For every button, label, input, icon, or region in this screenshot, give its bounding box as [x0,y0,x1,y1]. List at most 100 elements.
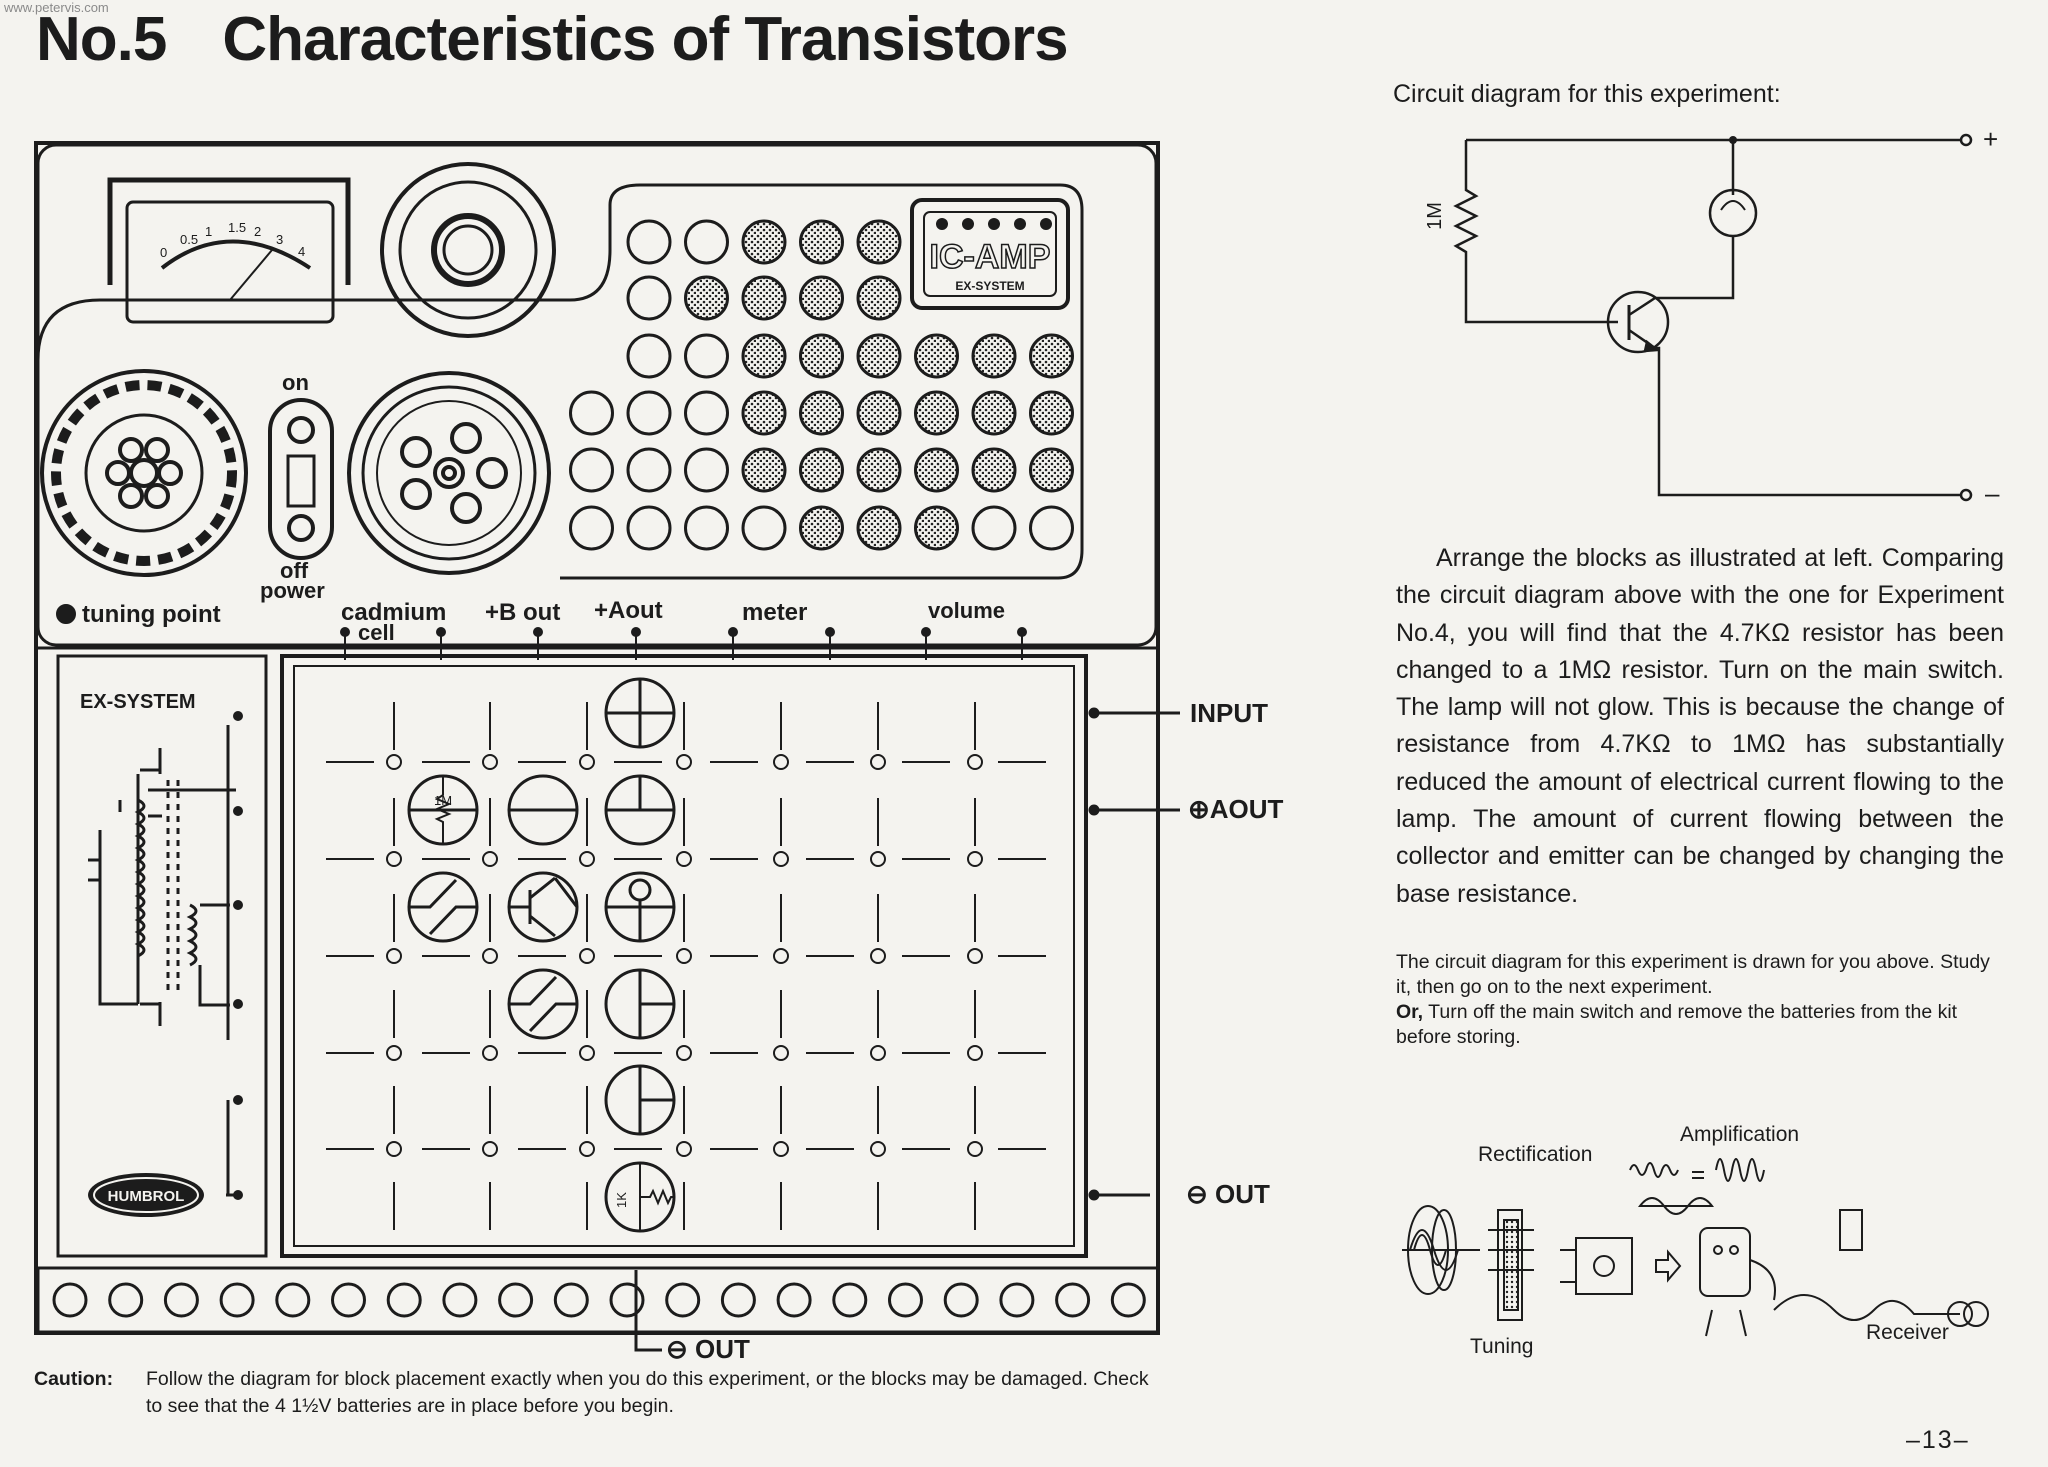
socket [626,275,672,321]
minus-rail [1655,346,1963,497]
socket [799,333,844,379]
bottom-terminal [52,1282,88,1318]
tuning-coil [1488,1209,1534,1321]
grid-node [773,948,789,964]
page-number: –13– [1906,1426,1970,1454]
humbrol-logo [88,1173,204,1217]
meter-tick-0: 0 [160,245,167,260]
page-title: No.5 Characteristics of Transistors [36,4,1069,75]
block-transistor [507,871,579,943]
ic-amp-sub: EX-SYSTEM [955,279,1024,293]
grid-node [967,948,983,964]
socket [684,275,729,321]
socket [569,505,614,551]
meter [107,177,351,324]
radio-illustration: Rectification Amplification Tuning Recei… [1402,1123,1989,1358]
circuit-minus: – [1985,478,2000,508]
grid-node [773,1045,789,1061]
block-resistor-1k [604,1161,676,1233]
circuit-resistor-label: 1M [1424,202,1446,230]
terminal-aout: +Aout [594,597,663,624]
bottom-terminal [999,1282,1035,1318]
watermark: www.petervis.com [4,0,109,15]
label-rectification: Rectification [1478,1143,1592,1166]
experiment-title: Characteristics of Transistors [222,5,1068,74]
socket [914,447,959,493]
socket [914,333,959,379]
amplification-waves [1629,1158,1765,1215]
power-switch [268,398,334,560]
bottom-terminal [219,1282,255,1318]
bottom-terminal [943,1282,979,1318]
bottom-terminal [1110,1282,1146,1318]
socket-grid [569,219,1074,551]
amplifier-figure [1699,1227,1776,1337]
terminal-volume: volume [928,598,1005,623]
socket [856,275,902,321]
bottom-terminal [331,1282,366,1318]
grid-node [482,754,498,770]
bottom-terminal [498,1282,534,1318]
note-2: Or, Turn off the main switch and remove … [1396,1000,2006,1050]
bottom-terminal [888,1282,923,1318]
bottom-terminal [609,1282,645,1318]
block-resistor-1m [407,774,479,846]
circuit-plus: + [1983,124,1998,154]
grid-node [870,851,886,867]
bottom-terminal [832,1282,868,1318]
grid-node [579,1141,595,1157]
grid-node [386,948,402,964]
block-wire-tee-3 [604,1064,676,1136]
grid-node [386,1045,402,1061]
caution-text: Follow the diagram for block placement e… [146,1368,1149,1417]
grid-node [773,1141,789,1157]
switch-off-label: off [280,558,309,583]
grid-node [482,851,498,867]
socket [569,447,614,493]
socket [799,390,844,436]
resistor-1k-label: 1K [614,1192,629,1208]
meter-tick-1: 0.5 [180,232,198,247]
caution-label: Caution: [34,1368,114,1390]
grid-node [676,1045,692,1061]
socket [856,505,902,551]
upper-panel [36,143,1158,647]
grid-node [386,754,402,770]
socket [1029,505,1074,551]
arrow [1655,1249,1682,1283]
body-paragraph: Arrange the blocks as illustrated at lef… [1396,544,2004,908]
block-board [280,654,1088,1258]
bottom-out-label: ⊖ OUT [666,1334,750,1364]
speaker [380,162,556,338]
bottom-terminal [163,1282,199,1318]
socket [684,333,729,379]
body-text: Arrange the blocks as illustrated at lef… [1396,540,2004,913]
socket [971,505,1017,551]
note-2-lead: Or, [1396,1001,1424,1023]
socket [799,505,844,551]
placed-blocks [407,677,676,1233]
meter-tick-4: 2 [254,224,261,239]
ic-amp-title: IC-AMP [930,238,1051,276]
aout-label: ⊕AOUT [1188,794,1284,824]
socket [856,219,902,265]
tuning-point-label: tuning point [82,601,221,628]
grid-node [482,948,498,964]
grid-node [967,754,983,770]
meter-tick-3: 1.5 [228,220,246,235]
socket [971,390,1017,436]
socket [741,447,787,493]
switch-on-label: on [282,370,309,395]
socket [741,275,787,321]
grid-node [967,851,983,867]
bottom-terminal [275,1282,311,1318]
socket [856,447,902,493]
grid-node [870,1141,886,1157]
detector-block [1560,1237,1633,1295]
meter-tick-5: 3 [276,232,283,247]
block-wire-corner-1 [407,871,479,943]
power-label: power [260,578,325,603]
grid-node [676,948,692,964]
kit-figure: 0 0.5 1 1.5 2 3 4 IC-AMP EX-SYSTEM 1M 1K [34,141,1284,1364]
experiment-number: No.5 [36,5,167,74]
